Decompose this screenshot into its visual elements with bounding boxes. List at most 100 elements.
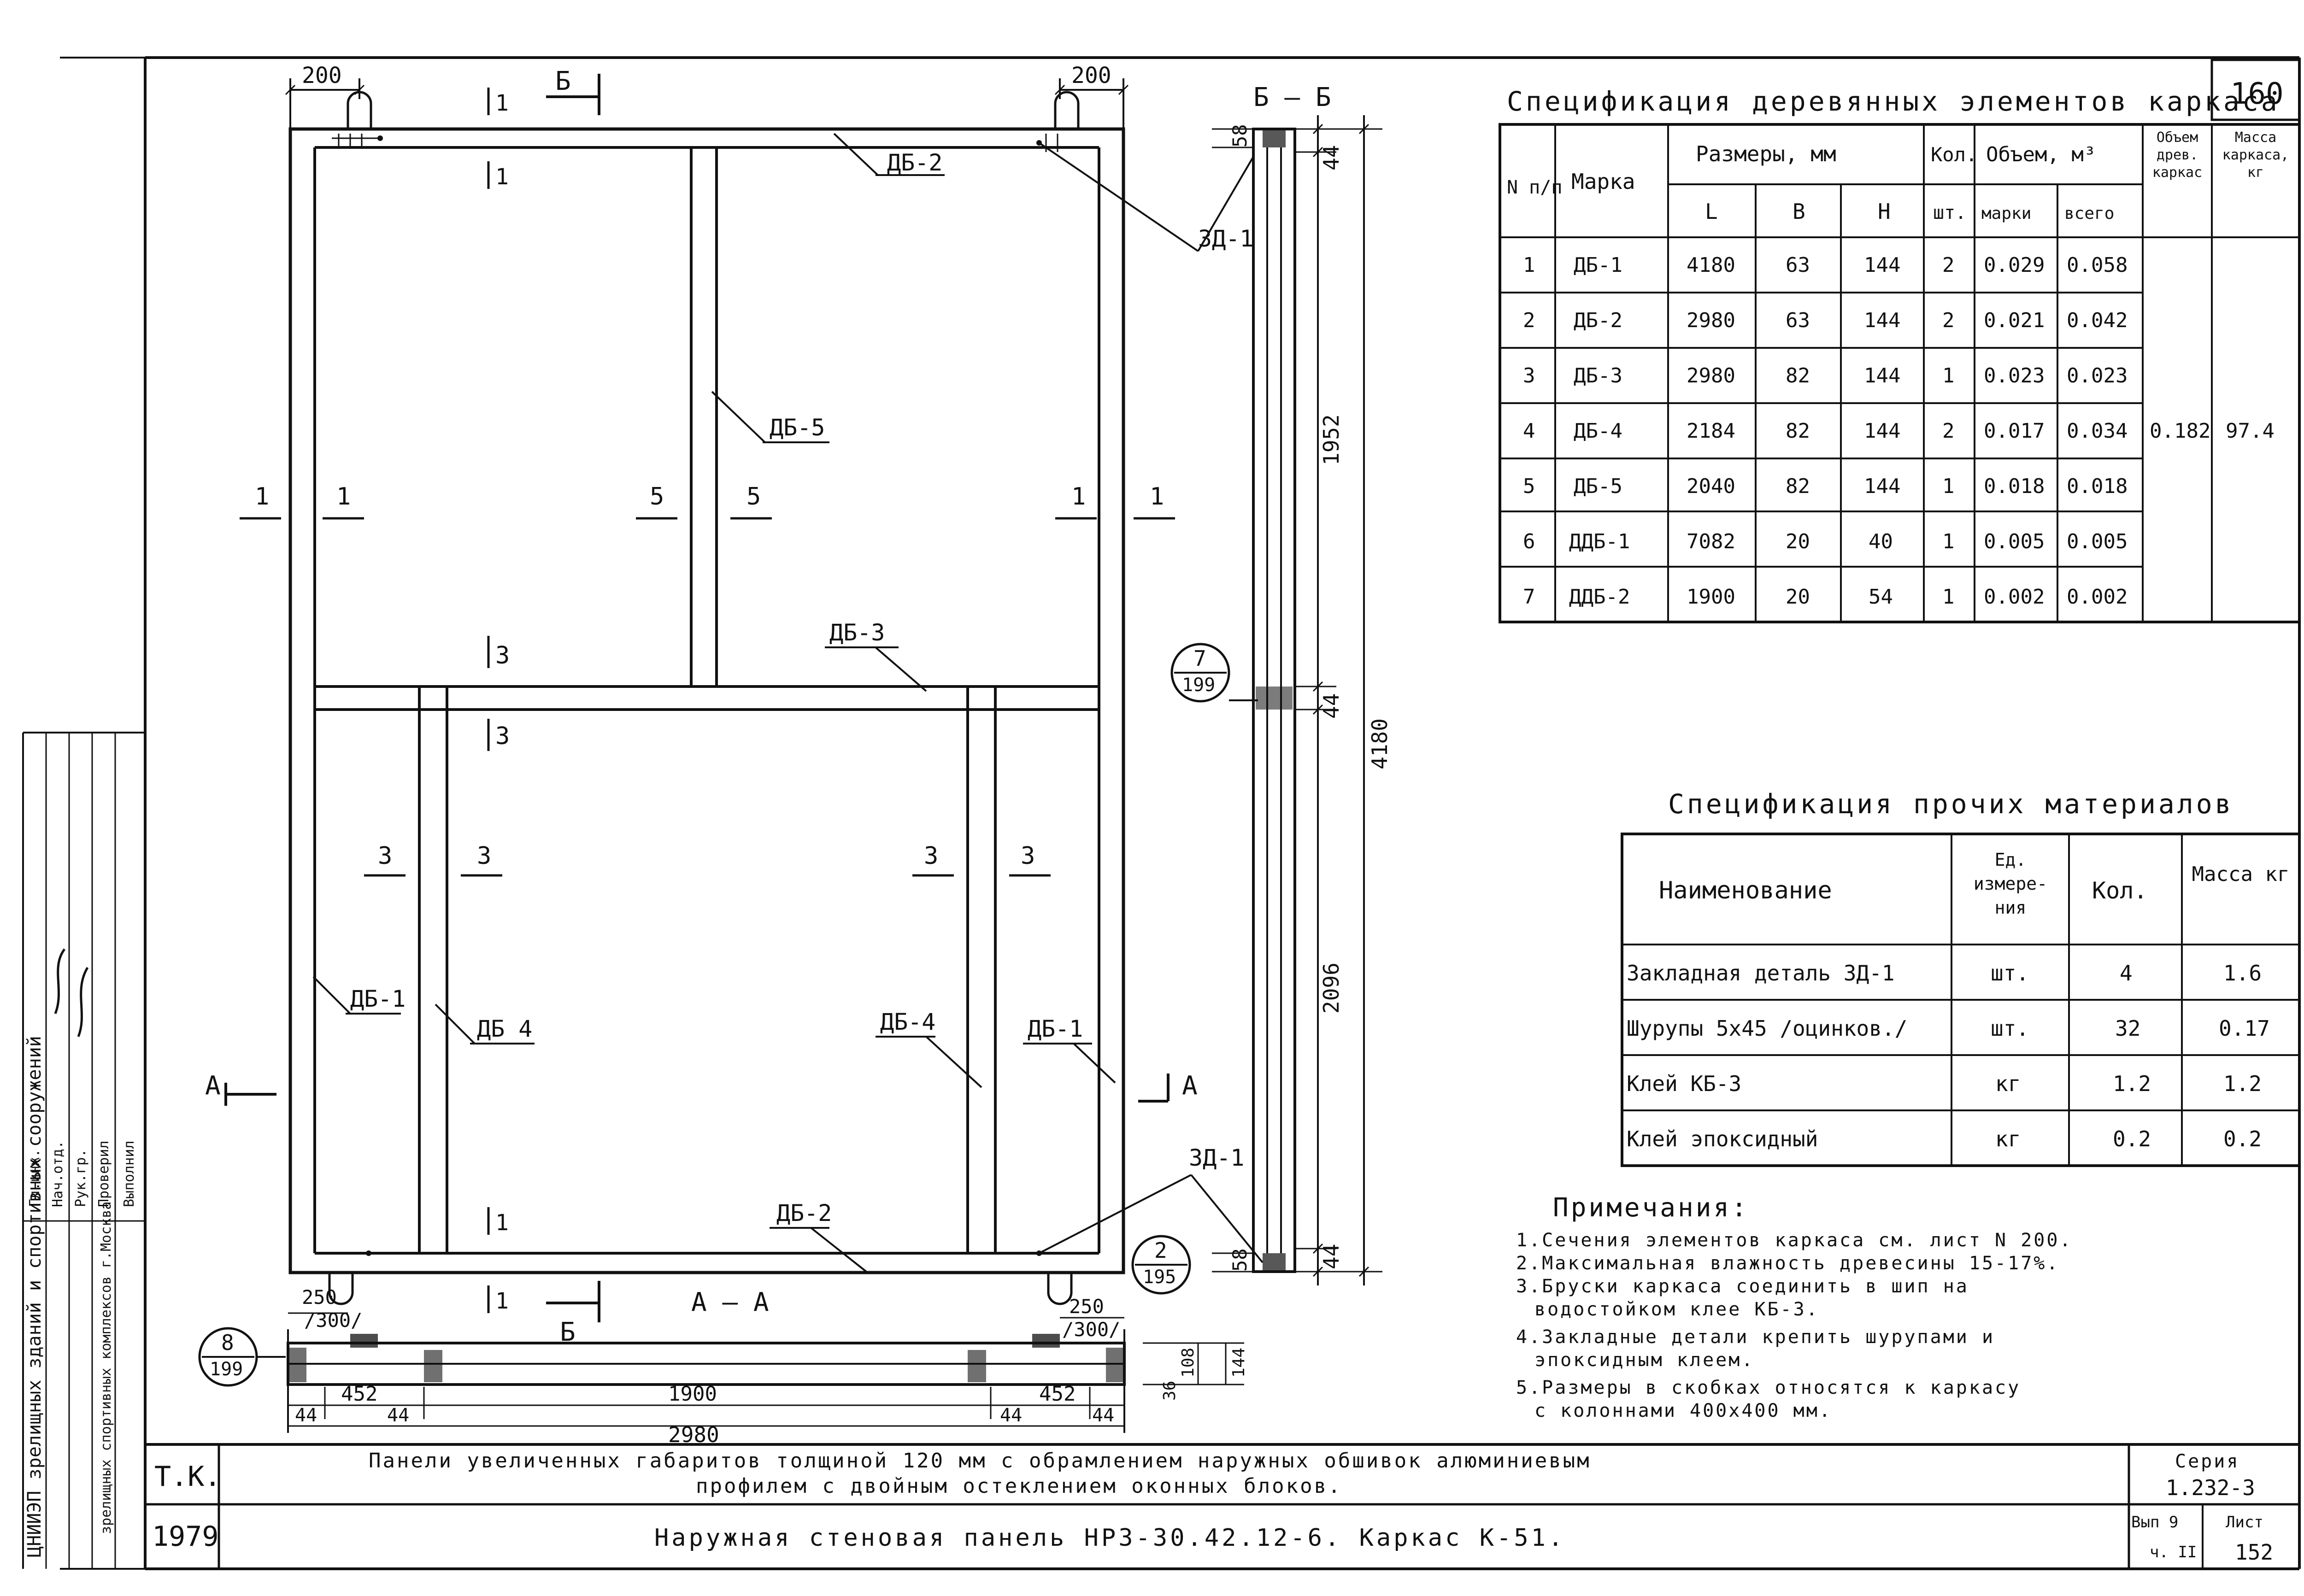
row-vm: 0.018	[1984, 475, 2045, 498]
callout-7-top: 7	[1193, 646, 1206, 671]
vyp: Вып 9	[2131, 1513, 2178, 1531]
list-label: Лист	[2226, 1513, 2263, 1531]
dim-250-left: 250	[302, 1286, 337, 1308]
row-b: 20	[1786, 585, 1810, 609]
tk-label: Т.К.	[154, 1461, 221, 1493]
note-line: с колоннами 400х400 мм.	[1534, 1400, 1832, 1421]
label-zd1-top: ЗД-1	[1198, 225, 1253, 252]
spec-other-title: Спецификация прочих материалов	[1668, 788, 2234, 820]
table-row: Шурупы 5х45 /оцинков./ шт. 32 0.17	[1627, 1016, 2270, 1041]
stamp-org: ЦНИИЭП зрелищных зданий и спортивных соо…	[24, 1036, 45, 1557]
row-h: 54	[1869, 585, 1893, 609]
dim-200-top: 200 200	[285, 63, 1129, 129]
lug-bottom-right	[1047, 1273, 1073, 1305]
row-n: 5	[1523, 475, 1535, 498]
section-a-left: А	[205, 1071, 221, 1101]
callout-2-top: 2	[1154, 1238, 1167, 1263]
callout-7-bottom: 199	[1182, 675, 1215, 696]
row-mass: 1.2	[2223, 1071, 2262, 1096]
row-l: 2040	[1687, 475, 1735, 498]
callout-8-199: 8 199	[198, 1327, 286, 1387]
dim-58-top: 58	[1228, 124, 1251, 147]
hdr-vol: Объем, м³	[1986, 143, 2096, 166]
label-db4-left: ДБ 4	[477, 1015, 532, 1042]
series-value: 1.232-3	[2166, 1475, 2255, 1500]
row-vt: 0.023	[2067, 364, 2128, 387]
stamp-org2: зрелищных спортивных комплексов г.Москва	[98, 1202, 114, 1534]
section-1-top-b: 1	[495, 164, 509, 190]
label-db3: ДБ-3	[829, 619, 885, 646]
row-h: 144	[1864, 419, 1900, 443]
stamp-role-4: Проверил	[96, 1141, 112, 1208]
dim-200-right: 200	[1071, 63, 1111, 88]
table-row: 4 ДБ-4 2184 82 144 2 0.017 0.034	[1523, 419, 2128, 443]
hdr-qty-other: Кол.	[2092, 877, 2147, 904]
section-aa: А – А 250 /300/ 250 /300/ 452 1900 452 4…	[287, 1286, 1248, 1447]
row-name: Закладная деталь ЗД-1	[1627, 961, 1895, 986]
stamp-signature	[54, 948, 89, 1037]
hdr-vol-mark: марки	[1981, 204, 2031, 223]
row-n: 4	[1523, 419, 1535, 443]
row-h: 144	[1864, 364, 1900, 387]
frame-outline	[288, 127, 1125, 1274]
title-line-2: профилем с двойным остеклением оконных б…	[696, 1474, 1342, 1498]
section-3-bottom: 3	[495, 722, 510, 750]
row-qty: 2	[1942, 309, 1955, 332]
title-line-3: Наружная стеновая панель НРЗ-30.42.12-6.…	[654, 1524, 1565, 1552]
hdr-vol-wood: Объем древ. каркас	[2152, 129, 2203, 181]
section-3-d: 3	[1021, 842, 1035, 870]
row-qty: 1	[1942, 364, 1955, 387]
row-h: 40	[1869, 530, 1893, 553]
row-qty: 2	[1942, 253, 1955, 277]
note-line: 5.Размеры в скобках относятся к каркасу	[1516, 1377, 2021, 1398]
row-vt: 0.005	[2067, 530, 2128, 553]
row-l: 2184	[1687, 419, 1735, 443]
row-mark: ДБ-4	[1574, 419, 1622, 443]
row-qty: 1.2	[2113, 1071, 2151, 1096]
row-l: 7082	[1687, 530, 1735, 553]
dim-4180: 4180	[1367, 718, 1392, 769]
row-b: 20	[1786, 530, 1810, 553]
note-line: эпоксидным клеем.	[1534, 1350, 1754, 1371]
spec-wood-table: Спецификация деревянных элементов каркас…	[1499, 59, 2301, 623]
lug-top-right	[1054, 91, 1080, 129]
row-qty: 1	[1942, 530, 1955, 553]
title-line-1: Панели увеличенных габаритов толщиной 12…	[369, 1449, 1591, 1473]
dim-36: 36	[1160, 1381, 1179, 1401]
label-db5: ДБ-5	[770, 414, 825, 441]
callout-8-bottom: 199	[210, 1359, 243, 1380]
row-vm: 0.029	[1984, 253, 2045, 277]
row-n: 1	[1523, 253, 1535, 277]
row-unit: кг	[1995, 1071, 2021, 1096]
row-mark: ДДБ-2	[1569, 585, 1630, 609]
hdr-unit: Ед. измере- ния	[1973, 850, 2048, 918]
note-line: 2.Максимальная влажность древесины 15-17…	[1516, 1253, 2059, 1274]
row-mark: ДДБ-1	[1569, 530, 1630, 553]
stamp-role-5: Выполнил	[121, 1141, 137, 1208]
row-qty: 2	[1942, 419, 1955, 443]
dim-58-bottom: 58	[1228, 1248, 1251, 1272]
table-row: 2 ДБ-2 2980 63 144 2 0.021 0.042	[1523, 309, 2128, 332]
section-1-right-inner: 1	[1071, 483, 1086, 510]
spec-wood-sheet-number: 160	[2230, 77, 2284, 111]
dim-44-mid: 44	[1319, 693, 1344, 719]
row-mass: 0.17	[2219, 1016, 2270, 1041]
row-qty: 4	[2120, 961, 2133, 986]
stamp-role-2: Нач.отд.	[50, 1141, 66, 1208]
table-row: Клей КБ-3 кг 1.2 1.2	[1627, 1071, 2262, 1096]
section-markers: Б Б А А 1 1 1 1 1 1 1 1 3 3 3	[205, 66, 1198, 1347]
series-label: Серия	[2175, 1451, 2239, 1472]
row-l: 4180	[1687, 253, 1735, 277]
table-row: 7 ДДБ-2 1900 20 54 1 0.002 0.002	[1523, 585, 2128, 609]
row-vm: 0.023	[1984, 364, 2045, 387]
row-unit: шт.	[1991, 1016, 2029, 1041]
list-value: 152	[2235, 1540, 2273, 1565]
row-b: 63	[1786, 309, 1810, 332]
hdr-qty-unit: шт.	[1933, 202, 1966, 223]
hdr-sizes: Размеры, мм	[1696, 141, 1836, 166]
frame-elevation	[288, 91, 1125, 1305]
year: 1979	[152, 1520, 219, 1553]
row-qty: 1	[1942, 475, 1955, 498]
note-line: 1.Сечения элементов каркаса см. лист N 2…	[1516, 1230, 2073, 1251]
section-a-right: А	[1182, 1071, 1198, 1101]
